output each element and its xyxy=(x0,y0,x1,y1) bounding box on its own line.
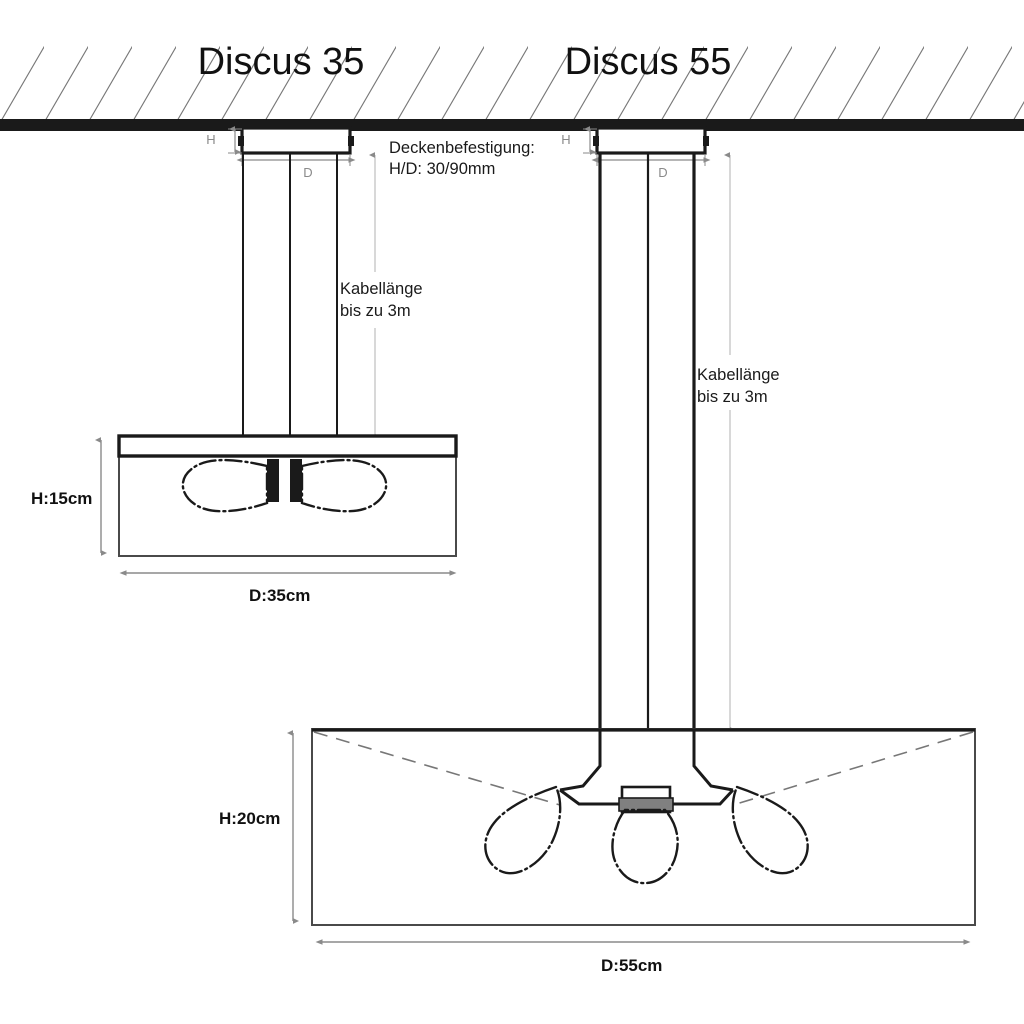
bulb-55-left xyxy=(484,785,562,875)
canopy-55-h-label: H xyxy=(561,132,570,147)
canopy-35-body xyxy=(240,126,352,155)
canopy-55-h-dimension: H xyxy=(561,126,597,155)
discus-55-assembly: H D Kabellänge bis zu 3m xyxy=(219,126,976,975)
shade-55 xyxy=(311,728,976,926)
ceiling-slab-bar xyxy=(0,119,1024,131)
ceiling-group xyxy=(0,0,1024,131)
canopy-35-left-lug xyxy=(238,136,244,146)
canopy-35-right-lug xyxy=(348,136,354,146)
canopy-55-right-lug xyxy=(703,136,709,146)
suspension-cables-35 xyxy=(242,153,338,437)
ceiling-hatch xyxy=(0,0,1024,120)
canopy-55-d-label: D xyxy=(658,165,667,180)
cable-note-55-line1: Kabellänge xyxy=(697,366,780,384)
canopy-note-line1: Deckenbefestigung: xyxy=(389,139,535,157)
height-55-label: H:20cm xyxy=(219,809,280,828)
shade-35 xyxy=(117,434,458,557)
reflector-guide-right xyxy=(732,731,974,806)
internal-bracket-55 xyxy=(559,730,735,814)
canopy-55 xyxy=(593,126,709,155)
socket-35-right xyxy=(290,459,302,502)
diameter-55-label: D:55cm xyxy=(601,956,662,975)
bulb-35-left xyxy=(181,458,269,513)
canopy-35 xyxy=(238,126,354,155)
canopy-55-d-dimension: D xyxy=(591,154,711,180)
title-discus-55: Discus 55 xyxy=(565,41,732,83)
canopy-55-left-lug xyxy=(593,136,599,146)
canopy-35-h-label: H xyxy=(206,132,215,147)
diameter-35-label: D:35cm xyxy=(249,586,310,605)
bulb-55-right xyxy=(731,785,809,875)
height-35-label: H:15cm xyxy=(31,489,92,508)
canopy-35-h-dimension: H xyxy=(206,126,242,155)
canopy-55-body xyxy=(595,126,707,155)
canopy-35-d-dimension: D xyxy=(236,154,356,180)
cable-note-35-line2: bis zu 3m xyxy=(340,302,411,320)
reflector-guide-left xyxy=(313,731,561,806)
shade-55-outer xyxy=(311,728,976,926)
bulb-35-right xyxy=(300,458,388,513)
bulb-55-center xyxy=(611,808,679,885)
discus-35-assembly: H D Kabellänge bis zu 3m xyxy=(31,126,458,605)
cable-note-55-line2: bis zu 3m xyxy=(697,388,768,406)
shade-35-top-band xyxy=(117,434,458,458)
bracket-right-arm xyxy=(692,730,734,792)
cable-note-35-line1: Kabellänge xyxy=(340,280,423,298)
title-discus-35: Discus 35 xyxy=(198,41,365,83)
bracket-left-arm xyxy=(559,730,602,792)
canopy-note-line2: H/D: 30/90mm xyxy=(389,160,495,178)
canopy-35-d-label: D xyxy=(303,165,312,180)
socket-35-left xyxy=(267,459,279,502)
suspension-cables-55 xyxy=(598,153,696,730)
